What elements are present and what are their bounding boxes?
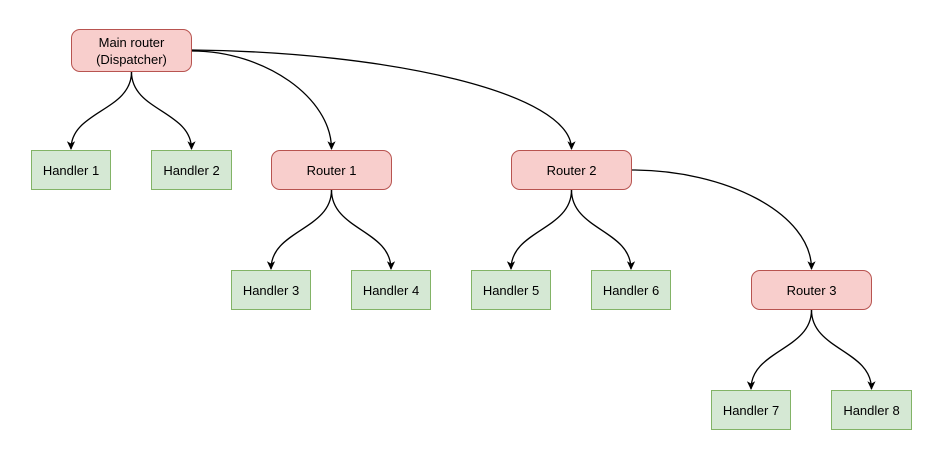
node-router-2-label: Router 2 [546, 162, 597, 178]
node-router-1-label: Router 1 [306, 162, 357, 178]
edge-main-router-to-router-2 [191, 49, 576, 150]
edge-router-2-to-router-3 [631, 169, 816, 270]
node-router-2[interactable]: Router 2 [511, 150, 632, 190]
node-handler-5[interactable]: Handler 5 [471, 270, 551, 310]
node-router-3-label: Router 3 [786, 282, 837, 298]
node-handler-8[interactable]: Handler 8 [831, 390, 912, 430]
node-handler-4[interactable]: Handler 4 [351, 270, 431, 310]
node-handler-6-label: Handler 6 [602, 282, 660, 298]
node-main-router[interactable]: Main router (Dispatcher) [71, 29, 192, 72]
edge-main-router-to-handler-1 [66, 71, 133, 150]
node-handler-1[interactable]: Handler 1 [31, 150, 111, 190]
edge-router-1-to-handler-4 [330, 189, 396, 270]
node-handler-6[interactable]: Handler 6 [591, 270, 671, 310]
node-router-3[interactable]: Router 3 [751, 270, 872, 310]
node-handler-2-label: Handler 2 [163, 162, 220, 178]
node-router-1[interactable]: Router 1 [271, 150, 392, 190]
edge-router-3-to-handler-7 [746, 309, 813, 390]
edge-main-router-to-router-1 [191, 50, 336, 150]
edge-router-1-to-handler-3 [266, 189, 333, 270]
edge-router-2-to-handler-5 [506, 189, 573, 270]
node-handler-2[interactable]: Handler 2 [151, 150, 232, 190]
edge-main-router-to-handler-2 [130, 71, 196, 150]
node-handler-7[interactable]: Handler 7 [711, 390, 791, 430]
edge-router-2-to-handler-6 [570, 189, 636, 270]
node-handler-7-label: Handler 7 [722, 402, 780, 418]
node-handler-1-label: Handler 1 [42, 162, 100, 178]
node-main-router-label: Main router (Dispatcher) [96, 34, 167, 67]
edge-router-3-to-handler-8 [810, 309, 876, 390]
node-handler-3-label: Handler 3 [242, 282, 300, 298]
node-handler-5-label: Handler 5 [482, 282, 540, 298]
node-handler-3[interactable]: Handler 3 [231, 270, 311, 310]
node-handler-8-label: Handler 8 [843, 402, 900, 418]
node-handler-4-label: Handler 4 [362, 282, 420, 298]
